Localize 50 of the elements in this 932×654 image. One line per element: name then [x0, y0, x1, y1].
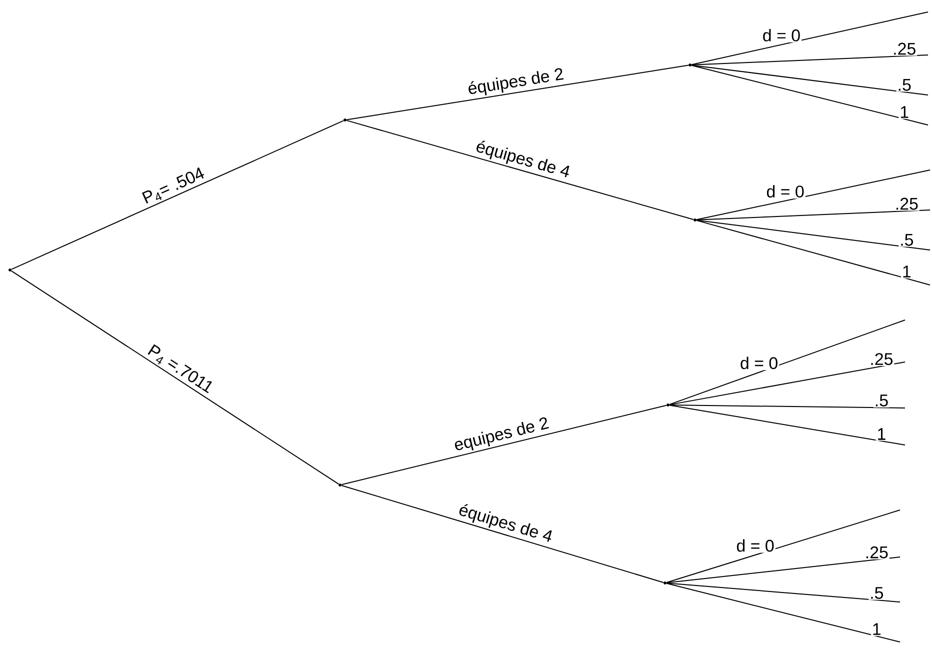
branch-line — [666, 509, 900, 583]
branch-point — [664, 581, 666, 584]
branch-line — [11, 120, 344, 270]
branch-line — [691, 12, 928, 66]
branch-line — [696, 220, 930, 286]
edge-label: d = 0 — [735, 538, 776, 553]
branch-line — [669, 361, 906, 406]
edge-label: .5 — [868, 586, 885, 600]
branch-line — [666, 582, 900, 602]
edge-label: 1 — [900, 264, 912, 278]
branch-line — [696, 220, 930, 250]
branch-point — [694, 218, 696, 222]
edge-label: d = 0 — [765, 184, 806, 199]
branch-line — [346, 64, 689, 120]
branch-line — [669, 404, 906, 408]
edge-label: d = 0 — [761, 28, 802, 42]
edge-label: equipes de 2 — [451, 414, 552, 456]
branch-line — [696, 169, 930, 220]
branch-point — [688, 64, 692, 66]
edge-label: .25 — [892, 42, 918, 56]
edge-label: 1 — [876, 427, 888, 441]
branch-point — [8, 268, 12, 272]
edge-label: .25 — [868, 352, 894, 366]
branch-line — [696, 209, 930, 220]
branch-line — [666, 582, 900, 642]
branch-line — [341, 484, 664, 583]
branch-line — [691, 54, 928, 66]
branch-line — [669, 404, 906, 446]
branch-line — [691, 64, 928, 126]
edge-label: .5 — [896, 78, 912, 92]
branch-line — [691, 64, 928, 96]
edge-label: 1 — [870, 622, 882, 636]
branch-point — [344, 118, 346, 122]
branch-point — [666, 403, 670, 406]
edge-label: 1 — [898, 105, 910, 119]
branch-line — [666, 556, 900, 584]
branch-line — [346, 120, 694, 220]
edge-label: .25 — [864, 545, 890, 560]
branch-line — [10, 270, 340, 485]
edge-label: .5 — [873, 394, 890, 408]
edge-label: .5 — [898, 233, 915, 247]
edge-label: d = 0 — [738, 356, 780, 370]
edge-label: P$_{4}$= .504 — [139, 165, 208, 208]
edge-label: équipes de 4 — [455, 501, 556, 548]
edge-label: équipes de 2 — [466, 66, 566, 100]
branch-point — [338, 483, 342, 486]
edge-label: équipes de 4 — [472, 138, 573, 182]
branch-line — [341, 404, 667, 486]
edge-label: .25 — [894, 196, 920, 211]
branch-line — [669, 319, 906, 405]
